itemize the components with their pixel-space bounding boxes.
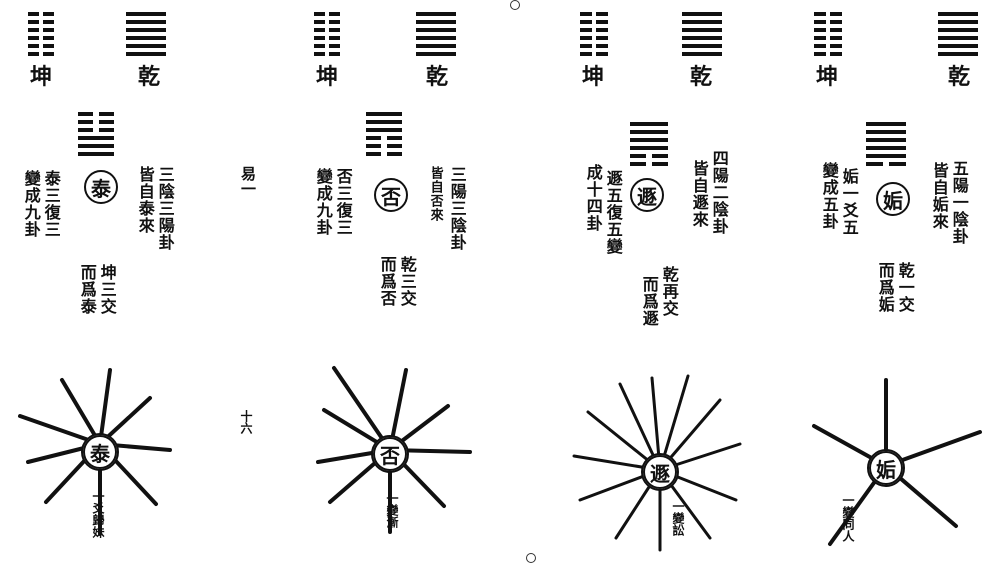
pi-hexagram-icon bbox=[366, 112, 402, 158]
kun-trigram-icon bbox=[580, 12, 608, 60]
tai-right-text: 三陰三陽卦 bbox=[155, 166, 175, 251]
pi-lower-text-2: 而爲否 bbox=[377, 256, 397, 307]
panel-tai: 坤 乾 三陰三陽卦 皆自泰來 泰 泰三復三 變成九卦 坤三交 而爲泰 泰 bbox=[0, 0, 246, 563]
dun-lower-text: 乾再交 bbox=[659, 266, 679, 317]
tai-wheel-center: 泰 bbox=[83, 435, 117, 469]
dun-lower-text-2: 而爲遯 bbox=[639, 276, 659, 327]
kun-label: 坤 bbox=[582, 64, 605, 90]
gou-left-text: 姤一爻五 bbox=[839, 168, 859, 236]
gou-lower-text-2: 而爲姤 bbox=[875, 262, 895, 313]
pi-wheel-bottom: 一變漸 bbox=[385, 492, 399, 528]
dun-left-text-2: 成十四卦 bbox=[583, 164, 603, 232]
pi-left-text-2: 變成九卦 bbox=[313, 168, 333, 236]
kun-label: 坤 bbox=[816, 64, 839, 90]
binding-hole-icon bbox=[526, 553, 536, 563]
qian-trigram-icon bbox=[126, 12, 166, 60]
kun-trigram-icon bbox=[314, 12, 340, 60]
pi-circle: 否 bbox=[374, 178, 408, 212]
qian-trigram-icon bbox=[682, 12, 722, 60]
gou-right-text: 五陽一陰卦 bbox=[949, 160, 969, 245]
kun-label: 坤 bbox=[30, 64, 53, 90]
binding-hole-icon bbox=[510, 0, 520, 10]
qian-label: 乾 bbox=[948, 64, 971, 90]
tai-left-text: 泰三復三 bbox=[41, 170, 61, 238]
gou-wheel-bottom: 一變同人 bbox=[841, 494, 855, 542]
gou-wheel-center: 姤 bbox=[869, 451, 903, 485]
qian-label: 乾 bbox=[690, 64, 713, 90]
panel-dun: 坤 乾 四陽二陰卦 皆自遯來 遯 遯五復五變 成十四卦 乾再交 而爲遯 遯 bbox=[560, 0, 790, 563]
tai-lower-text: 坤三交 bbox=[97, 264, 117, 315]
kun-trigram-icon bbox=[814, 12, 842, 60]
pi-right-text: 三陽三陰卦 bbox=[447, 166, 467, 251]
tai-circle: 泰 bbox=[84, 170, 118, 204]
panel-gou: 坤 乾 五陽一陰卦 皆自姤來 姤 姤一爻五 變成五卦 乾一交 而爲姤 姤 一變同… bbox=[800, 0, 984, 563]
gou-circle: 姤 bbox=[876, 182, 910, 216]
dun-left-text: 遯五復五變 bbox=[603, 170, 623, 255]
qian-trigram-icon bbox=[938, 12, 978, 60]
dun-circle: 遯 bbox=[630, 178, 664, 212]
qian-label: 乾 bbox=[138, 64, 161, 90]
kun-label: 坤 bbox=[316, 64, 339, 90]
page-number: 十六 bbox=[239, 410, 253, 434]
panel-pi: 坤 乾 三陽三陰卦 皆自否來 否 否三復三 變成九卦 乾三交 而爲否 否 bbox=[290, 0, 540, 563]
kun-trigram-icon bbox=[28, 12, 54, 60]
tai-left-text-2: 變成九卦 bbox=[21, 170, 41, 238]
tai-wheel-bottom: 一爻歸妹 bbox=[91, 490, 105, 538]
qian-label: 乾 bbox=[426, 64, 449, 90]
dun-wheel-center: 遯 bbox=[643, 455, 677, 489]
pi-lower-text: 乾三交 bbox=[397, 256, 417, 307]
gou-lower-text: 乾一交 bbox=[895, 262, 915, 313]
pi-right-text-2: 皆自否來 bbox=[427, 166, 443, 222]
side-note: 易一 bbox=[239, 166, 257, 196]
tai-right-text-2: 皆自泰來 bbox=[135, 166, 155, 234]
pi-wheel-center: 否 bbox=[373, 437, 407, 471]
tai-lower-text-2: 而爲泰 bbox=[77, 264, 97, 315]
tai-hexagram-icon bbox=[78, 112, 114, 158]
pi-left-text: 否三復三 bbox=[333, 168, 353, 236]
dun-wheel-bottom: 一變訟 bbox=[671, 500, 685, 536]
dun-right-text: 四陽二陰卦 bbox=[709, 150, 729, 235]
gou-left-text-2: 變成五卦 bbox=[819, 162, 839, 230]
dun-right-text-2: 皆自遯來 bbox=[689, 160, 709, 228]
gou-hexagram-icon bbox=[866, 122, 906, 168]
dun-hexagram-icon bbox=[630, 122, 668, 168]
qian-trigram-icon bbox=[416, 12, 456, 60]
gou-right-text-2: 皆自姤來 bbox=[929, 162, 949, 230]
